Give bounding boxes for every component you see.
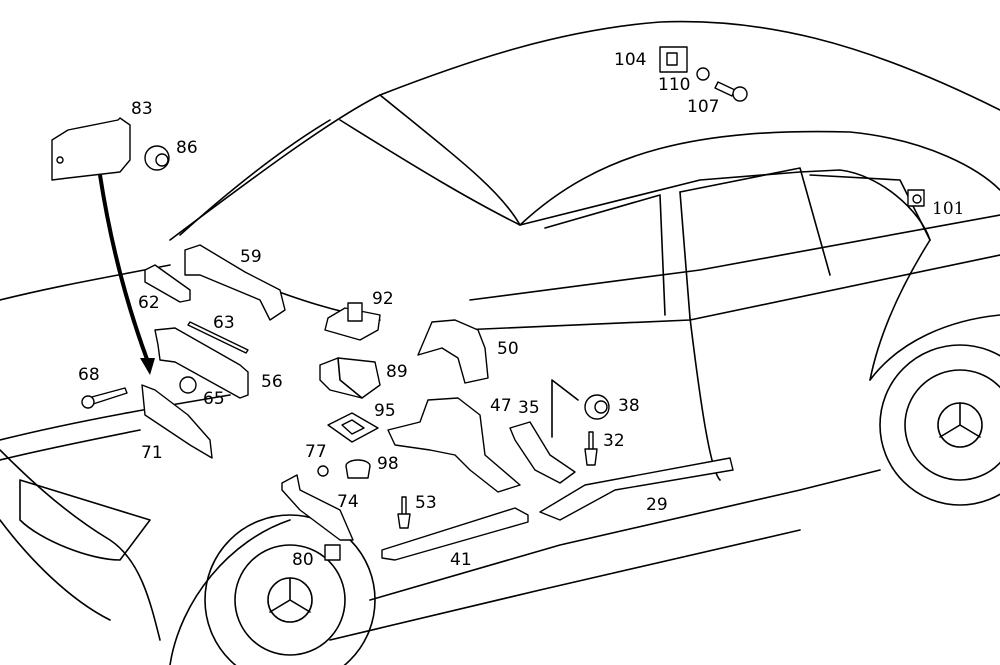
part-86-nut [144, 145, 170, 171]
part-29-rail [539, 457, 734, 521]
part-77-clip [317, 465, 329, 477]
label-53: 53 [415, 493, 437, 513]
part-53-rivet [397, 496, 411, 529]
part-38-nut [584, 394, 610, 420]
label-59: 59 [240, 247, 262, 267]
part-65-plug [179, 376, 197, 394]
part-35-bracket [509, 421, 576, 484]
label-80: 80 [292, 550, 314, 570]
label-32: 32 [603, 431, 625, 451]
label-83: 83 [131, 99, 153, 119]
label-89: 89 [386, 362, 408, 382]
part-101-clip [907, 189, 925, 207]
label-50: 50 [497, 339, 519, 359]
assembly-arrow [98, 174, 155, 375]
part-35-leader [551, 379, 579, 438]
label-95: 95 [374, 401, 396, 421]
part-74-bracket [281, 474, 354, 541]
part-59-panel [184, 244, 286, 321]
part-95-gasket [327, 412, 379, 443]
label-41: 41 [450, 550, 472, 570]
part-32-rivet [584, 431, 598, 466]
part-89-relay [319, 357, 381, 399]
label-56: 56 [261, 372, 283, 392]
part-107-screw [714, 81, 748, 102]
label-104: 104 [614, 50, 647, 70]
part-56-panel [154, 327, 249, 399]
label-98: 98 [377, 454, 399, 474]
part-71-bracket [141, 384, 213, 459]
label-107: 107 [687, 97, 720, 117]
label-63: 63 [213, 313, 235, 333]
label-77: 77 [305, 442, 327, 462]
label-47: 47 [490, 396, 512, 416]
part-41-rail [381, 507, 529, 561]
part-63-strip [187, 321, 249, 354]
part-92-holder [324, 302, 381, 341]
label-38: 38 [618, 396, 640, 416]
part-47-panel [387, 397, 521, 493]
label-74: 74 [337, 492, 359, 512]
label-68: 68 [78, 365, 100, 385]
label-62: 62 [138, 293, 160, 313]
label-65: 65 [203, 389, 225, 409]
part-110-washer [696, 67, 710, 81]
label-35: 35 [518, 398, 540, 418]
part-50-panel [417, 319, 489, 384]
label-29: 29 [646, 495, 668, 515]
part-68-screw [81, 387, 128, 409]
part-62-panel [144, 264, 191, 303]
part-83-bracket [51, 117, 131, 181]
part-80-clip [324, 544, 341, 561]
label-86: 86 [176, 138, 198, 158]
label-110: 110 [658, 75, 691, 95]
label-101: 101 [932, 199, 965, 219]
label-71: 71 [141, 443, 163, 463]
part-98-grommet [345, 459, 371, 479]
label-92: 92 [372, 289, 394, 309]
part-104-clip [659, 46, 688, 73]
